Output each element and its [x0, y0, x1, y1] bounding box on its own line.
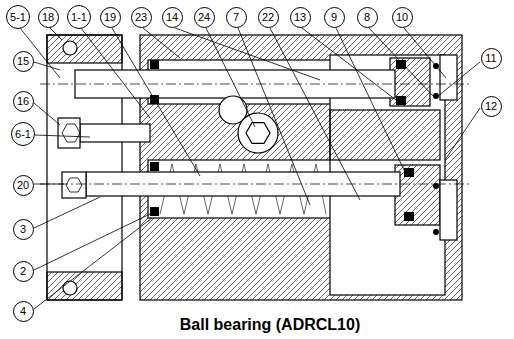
leader-line — [112, 28, 200, 176]
screw-head — [62, 172, 86, 198]
middle-block — [330, 110, 440, 160]
hex-socket — [246, 123, 270, 144]
callout-number: 5-1 — [10, 12, 26, 23]
callout-number: 22 — [262, 12, 274, 23]
callout-circle: 16 — [13, 91, 34, 112]
leader-line — [34, 62, 60, 70]
callout-circle: 10 — [392, 7, 413, 28]
callout-number: 15 — [17, 56, 29, 67]
seal — [396, 60, 406, 69]
callout-number: 24 — [198, 12, 210, 23]
callout-number: 9 — [331, 12, 337, 23]
plate-section — [47, 35, 122, 63]
hex-recess — [62, 124, 80, 142]
callout-circle: 19 — [100, 7, 121, 28]
leader-line — [50, 28, 62, 40]
callout-circle: 13 — [290, 7, 311, 28]
callout-circle: 11 — [481, 48, 502, 69]
seal — [404, 168, 414, 177]
callout-circle: 3 — [13, 219, 34, 240]
leader-line — [81, 28, 150, 118]
callout-number: 14 — [166, 12, 178, 23]
leader-line — [35, 135, 90, 137]
leader-line — [369, 28, 433, 96]
callout-number: 12 — [485, 101, 497, 112]
seal — [150, 60, 159, 69]
callout-number: 3 — [20, 224, 26, 235]
leader-line — [206, 28, 255, 127]
callout-circle: 23 — [131, 7, 152, 28]
leader-line — [238, 28, 310, 205]
mounting-hole — [63, 41, 77, 55]
hex-plug — [238, 113, 278, 153]
callout-number: 13 — [294, 12, 306, 23]
callout-number: 19 — [104, 12, 116, 23]
callout-number: 8 — [364, 12, 370, 23]
leader-line — [302, 28, 396, 100]
leader-line — [34, 197, 100, 228]
callout-circle: 9 — [324, 7, 345, 28]
callout-circle: 18 — [38, 7, 59, 28]
callout-number: 10 — [396, 12, 408, 23]
callout-circle: 5-1 — [6, 5, 30, 29]
seal — [150, 207, 159, 216]
seal — [150, 162, 159, 171]
leader-line — [270, 28, 360, 200]
end-cap — [440, 180, 457, 240]
upper-piston — [390, 58, 430, 106]
screw-head — [58, 118, 80, 148]
leader-line — [336, 28, 405, 172]
callout-circle: 14 — [162, 7, 183, 28]
hex-recess — [66, 178, 82, 192]
screw-shank — [80, 124, 150, 142]
seal — [404, 212, 414, 221]
callout-number: 20 — [17, 180, 29, 191]
callout-number: 4 — [20, 306, 26, 317]
plate-section — [47, 272, 122, 300]
callout-circle: 2 — [13, 261, 34, 282]
callout-circle: 7 — [226, 7, 247, 28]
seal — [396, 96, 406, 105]
caption: Ball bearing (ADRCL10) — [180, 316, 360, 334]
callout-circle: 24 — [194, 7, 215, 28]
lower-piston — [395, 165, 440, 225]
leader-line — [445, 108, 480, 160]
o-ring — [433, 229, 439, 235]
callout-circle: 22 — [258, 7, 279, 28]
callout-number: 1-1 — [71, 12, 87, 23]
end-cap — [440, 55, 457, 100]
callout-number: 2 — [20, 266, 26, 277]
callout-circle: 1-1 — [67, 5, 91, 29]
callout-circle: 4 — [13, 301, 34, 322]
leader-line — [143, 28, 180, 58]
callout-circle: 6-1 — [11, 122, 35, 146]
callout-circle: 15 — [13, 51, 34, 72]
callout-number: 16 — [17, 96, 29, 107]
centerline — [40, 184, 470, 185]
leader-line — [438, 62, 480, 96]
leader-line — [34, 103, 60, 125]
callout-number: 6-1 — [15, 129, 31, 140]
callout-number: 11 — [485, 53, 496, 64]
callout-circle: 20 — [13, 175, 34, 196]
leader-line — [404, 28, 446, 78]
callout-number: 7 — [233, 12, 239, 23]
callout-circle: 8 — [357, 7, 378, 28]
centerline — [40, 84, 470, 85]
leader-line — [34, 218, 152, 309]
leader-line — [34, 214, 150, 270]
mounting-hole — [63, 281, 77, 295]
leader-line — [175, 28, 320, 80]
callout-number: 18 — [42, 12, 54, 23]
callout-circle: 12 — [481, 96, 502, 117]
leader-line — [34, 184, 64, 185]
callout-number: 23 — [135, 12, 147, 23]
